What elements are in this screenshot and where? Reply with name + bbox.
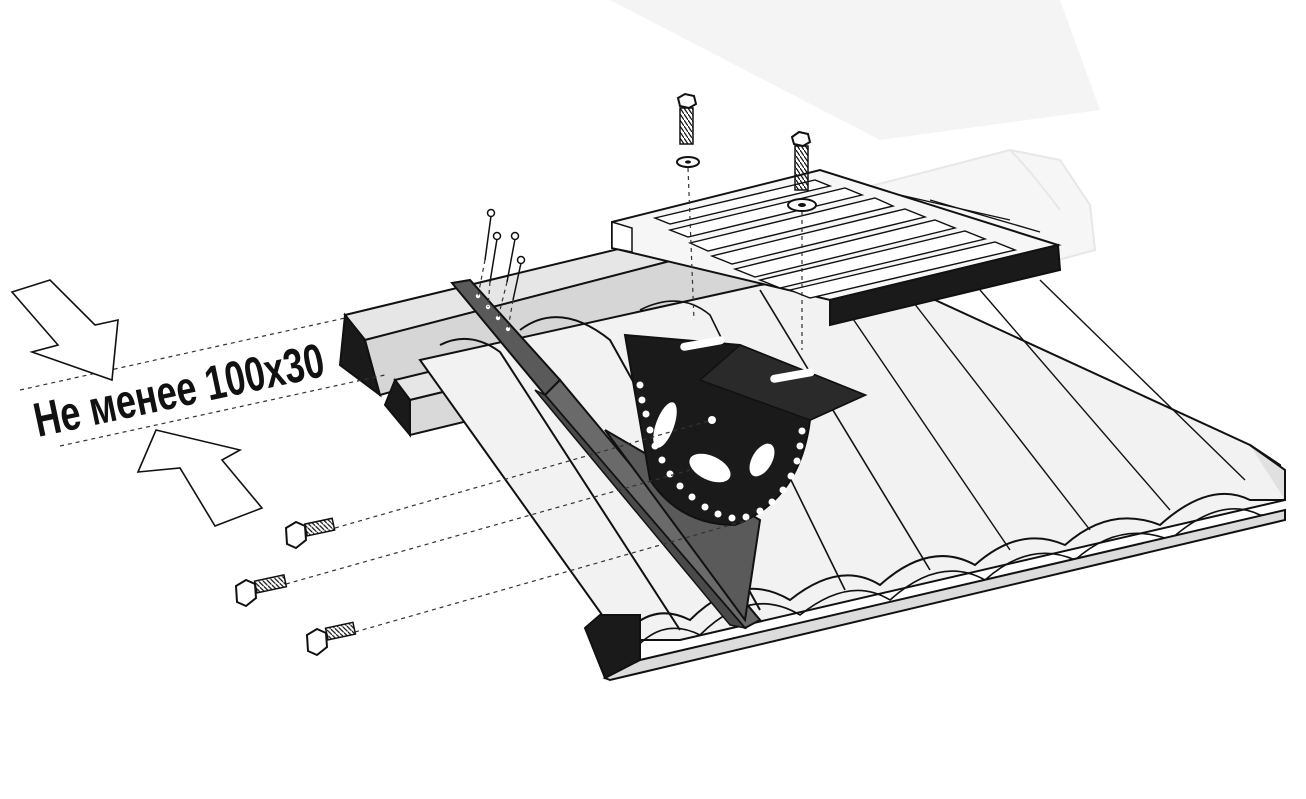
wood-screws xyxy=(484,208,526,301)
wood-screw-icon xyxy=(512,255,526,301)
background-shade xyxy=(610,0,1100,140)
outline-arrow-up-left-icon xyxy=(136,429,264,527)
bottom-batten xyxy=(583,508,1286,682)
assembly-guide-lines xyxy=(19,167,803,633)
top-bolts xyxy=(676,92,817,212)
side-bolts xyxy=(234,517,357,657)
grating-slots xyxy=(652,179,1041,299)
walkway-step xyxy=(611,168,1062,327)
bracket-hole-ring xyxy=(636,381,806,522)
wood-screw-icon xyxy=(489,231,502,283)
outline-arrow-down-right-icon xyxy=(10,279,119,382)
hex-bolt-icon xyxy=(676,92,700,168)
wood-screw-icon xyxy=(506,231,520,283)
hex-bolt-icon xyxy=(234,574,288,608)
hex-bolt-icon xyxy=(787,130,817,212)
hex-bolt-icon xyxy=(305,621,357,657)
wood-screw-icon xyxy=(484,208,496,261)
hex-bolt-icon xyxy=(284,517,336,550)
mounting-bracket xyxy=(623,333,868,527)
